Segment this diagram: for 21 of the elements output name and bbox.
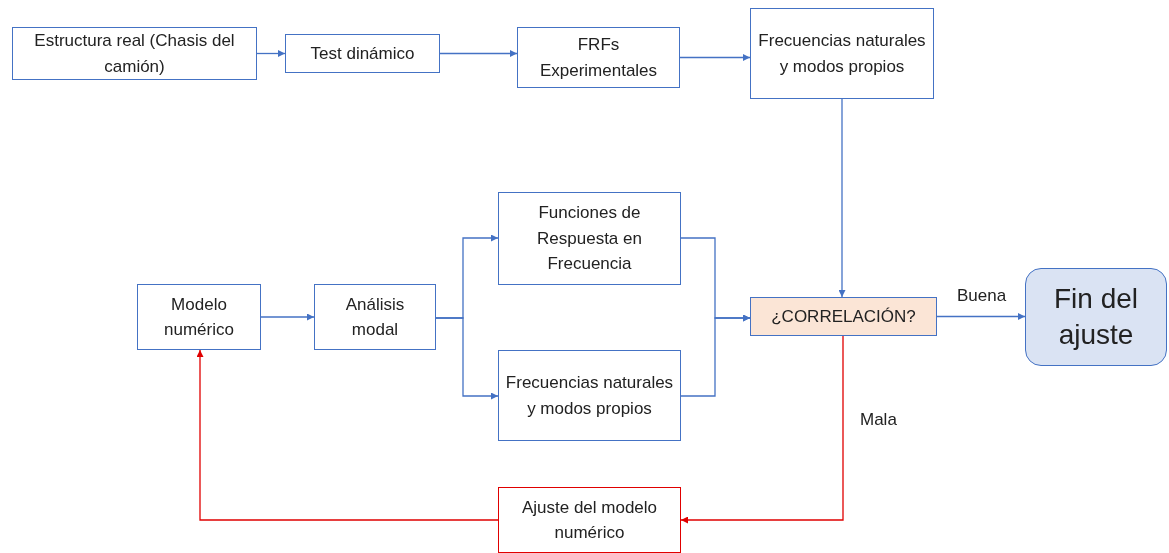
end-box: Fin del ajuste — [1025, 268, 1167, 366]
arrow — [838, 98, 846, 298]
process-box: FRFs Experimentales — [517, 27, 680, 88]
decision-box: ¿CORRELACIÓN? — [750, 297, 937, 336]
process-box: Test dinámico — [285, 34, 440, 73]
process-box: Ajuste del modelo numérico — [498, 487, 681, 553]
arrow — [439, 50, 518, 57]
arrow — [680, 314, 751, 397]
process-box: Estructura real (Chasis del camión) — [12, 27, 257, 80]
arrow — [435, 317, 499, 400]
arrow — [680, 335, 844, 524]
arrow — [936, 313, 1026, 320]
arrow — [679, 54, 751, 61]
process-box: Frecuencias naturales y modos propios — [750, 8, 934, 99]
process-box: Análisis modal — [314, 284, 436, 350]
arrow — [256, 50, 286, 57]
arrow — [196, 349, 499, 521]
process-box: Frecuencias naturales y modos propios — [498, 350, 681, 441]
process-box: Funciones de Respuesta en Frecuencia — [498, 192, 681, 285]
process-box: Modelo numérico — [137, 284, 261, 350]
arrow — [260, 313, 315, 321]
